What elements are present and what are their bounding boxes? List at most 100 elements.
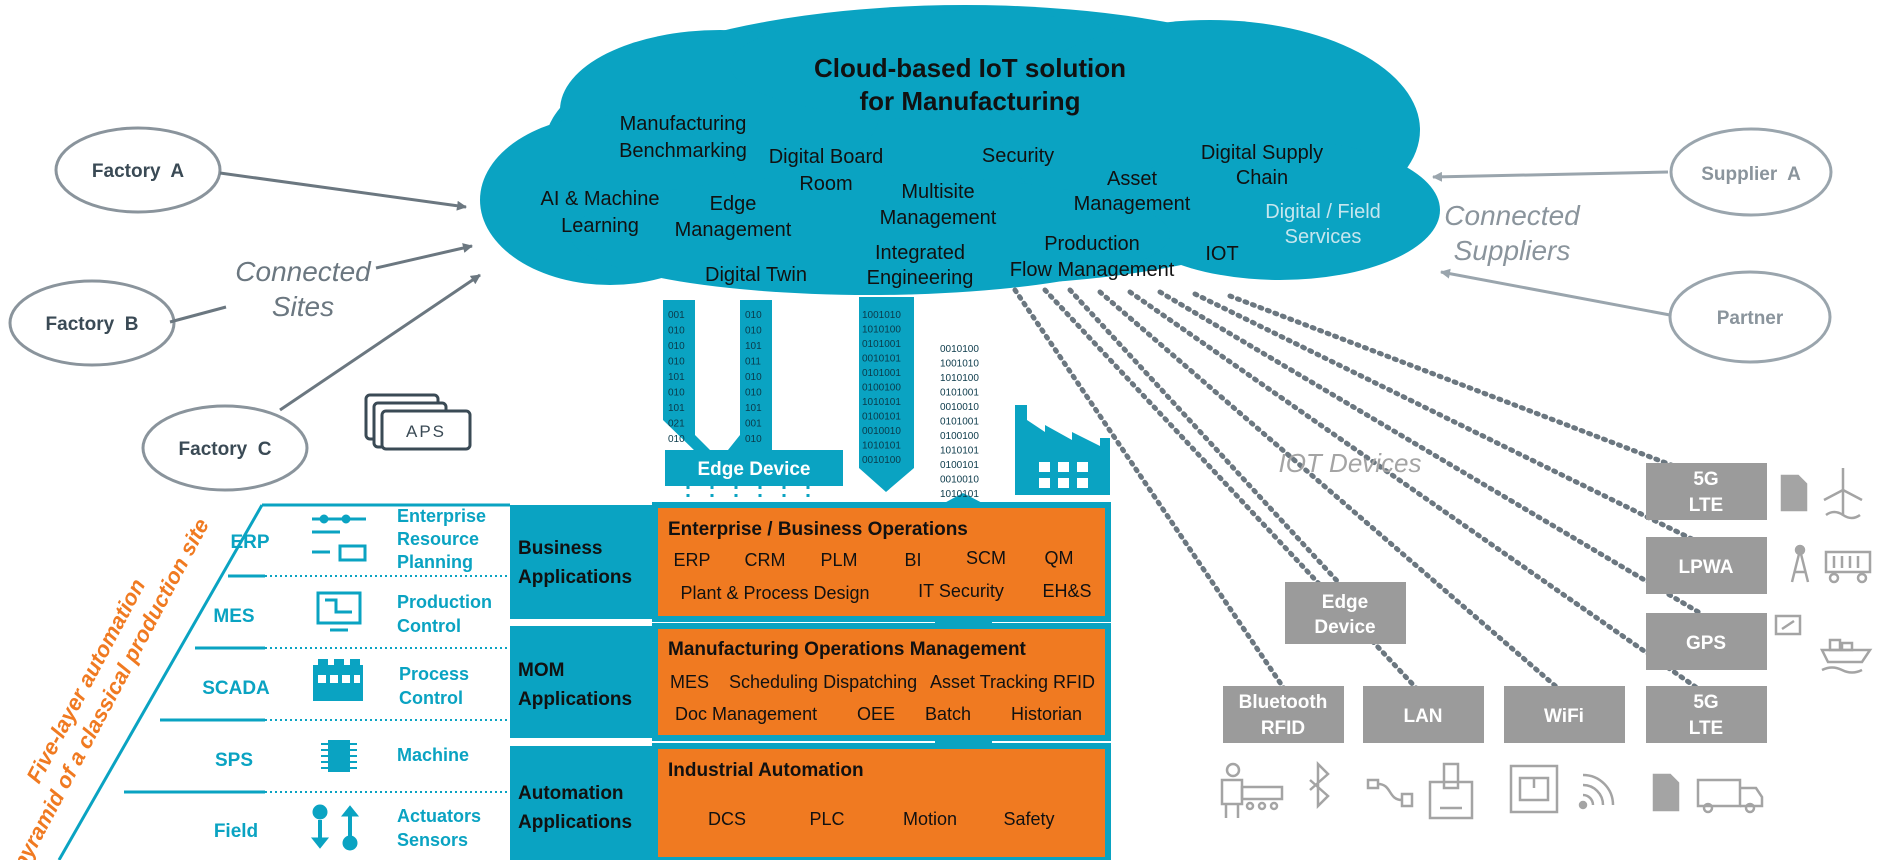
automation-side-label-2: Applications	[518, 812, 632, 833]
arrow-partner	[1440, 268, 1671, 317]
pyramid-level-sps: SPS	[215, 750, 253, 771]
iot-edge-device-label-2: Device	[1314, 617, 1375, 638]
cell-tower-icon	[1790, 544, 1810, 583]
business-item-plm: PLM	[820, 550, 857, 570]
iot-edge-device: Edge Device	[1285, 582, 1406, 644]
iot-gps-label: GPS	[1686, 633, 1726, 654]
data-stream-left	[663, 300, 772, 485]
binary-digit-row: 0101001	[862, 339, 901, 350]
arrow-connected-sites	[375, 243, 473, 270]
partner-label: Partner	[1717, 308, 1784, 329]
factory-a-label: Factory A	[92, 161, 184, 182]
iot-gps: GPS	[1646, 613, 1767, 670]
pyramid-level-scada: SCADA	[202, 678, 270, 699]
binary-digit-row: 1010100	[862, 325, 901, 336]
industrial-machine-icon	[1428, 762, 1474, 820]
edge-device-label: Edge Device	[698, 459, 811, 480]
binary-digit-row: 0010101	[862, 354, 901, 365]
mom-item-historian: Historian	[1011, 704, 1082, 724]
worker-conveyor-icon	[1220, 762, 1284, 818]
cloud-item-integrated-engineering: Integrated	[875, 242, 965, 264]
aps-label: APS	[406, 422, 446, 441]
iot-lte-top-label-2: LTE	[1689, 495, 1723, 516]
binary-digit-row: 101	[745, 403, 762, 414]
iot-lpwa-label: LPWA	[1679, 557, 1734, 578]
automation-item-motion: Motion	[903, 809, 957, 829]
cloud-item-ai-ml-2: Learning	[561, 215, 639, 237]
binary-digit-row: 1001010	[940, 359, 979, 370]
binary-digit-row: 101	[745, 341, 762, 352]
edge-device-connectors	[686, 486, 810, 505]
arrow-factory-c	[279, 273, 481, 412]
cloud	[480, 5, 1440, 295]
cloud-item-multisite-management: Multisite	[901, 181, 974, 203]
connected-suppliers-label-2: Suppliers	[1454, 235, 1571, 266]
cloud-item-ai-ml: AI & Machine	[541, 188, 660, 210]
business-item-bi: BI	[904, 550, 921, 570]
binary-digit-row: 010	[668, 326, 685, 337]
binary-digit-row: 1010101	[862, 397, 901, 408]
factory-b-label: Factory B	[46, 314, 139, 335]
binary-column-3: 1001010101010001010010010101010100101001…	[862, 310, 901, 466]
iot-dotted-lines	[1012, 287, 1703, 693]
binary-digit-row: 0101001	[940, 388, 979, 399]
pyramid-desc-field: Actuators	[397, 806, 481, 826]
binary-digit-row: 010	[745, 372, 762, 383]
iot-bluetooth-rfid: Bluetooth RFID	[1223, 686, 1344, 743]
business-item-ehs: EH&S	[1042, 581, 1091, 601]
binary-digit-row: 0100101	[862, 412, 901, 423]
pyramid-dotted-lines	[265, 575, 510, 793]
cloud-item-mfg-benchmarking-2: Benchmarking	[619, 140, 747, 162]
mom-item-oee: OEE	[857, 704, 895, 724]
arrow-factory-b	[169, 305, 227, 324]
mom-item-mes: MES	[670, 672, 709, 692]
pyramid-level-erp: ERP	[230, 532, 269, 553]
pyramid-desc-scada-2: Control	[399, 688, 463, 708]
pyramid-desc-mes: Production	[397, 592, 492, 612]
layer-business: Business Applications Enterprise / Busin…	[510, 502, 1111, 622]
scada-icon	[313, 659, 363, 701]
binary-digit-row: 010	[668, 388, 685, 399]
mom-title: Manufacturing Operations Management	[668, 639, 1027, 660]
cloud-item-production-flow-2: Flow Management	[1010, 259, 1175, 281]
binary-digit-row: 0100101	[940, 460, 979, 471]
iot-wifi: WiFi	[1504, 686, 1625, 743]
usb-cable-icon	[1366, 778, 1414, 808]
cloud-item-field-services-2: Services	[1285, 226, 1362, 248]
binary-digit-row: 0010010	[862, 426, 901, 437]
edge-device-box: Edge Device	[665, 450, 843, 486]
binary-digit-row: 010	[668, 341, 685, 352]
factory-c: Factory C	[141, 404, 309, 492]
business-item-plant-design: Plant & Process Design	[680, 583, 869, 603]
wind-turbine-icon	[1823, 468, 1863, 520]
pyramid-desc-scada: Process	[399, 664, 469, 684]
pyramid-desc-erp-2: Resource	[397, 529, 479, 549]
cloud-item-mfg-benchmarking: Manufacturing	[620, 113, 747, 135]
sim-card-icon	[1652, 773, 1680, 812]
binary-digit-row: 010	[745, 388, 762, 399]
business-side-label: Business	[518, 538, 602, 559]
iot-wifi-label: WiFi	[1544, 706, 1584, 727]
business-item-it-security: IT Security	[918, 581, 1004, 601]
iot-lpwa: LPWA	[1646, 537, 1767, 594]
pyramid-desc-erp: Enterprise	[397, 506, 486, 526]
binary-digit-row: 010	[668, 434, 685, 445]
3d-printer-icon	[1509, 764, 1559, 814]
pyramid-desc-mes-2: Control	[397, 616, 461, 636]
binary-digit-row: 011	[745, 357, 761, 368]
binary-digit-row: 0100100	[862, 383, 901, 394]
binary-digit-row: 1010101	[862, 441, 901, 452]
binary-digit-row: 101	[668, 403, 685, 414]
pyramid-side-label-2: pyramid of a classical production site	[7, 514, 214, 860]
data-stream-ingress	[859, 297, 914, 492]
cloud-item-asset-management-2: Management	[1074, 193, 1191, 215]
binary-digit-row: 010	[668, 357, 685, 368]
mom-side-label: MOM	[518, 660, 564, 681]
sim-card-icon-top	[1780, 474, 1808, 512]
automation-side-label: Automation	[518, 783, 624, 804]
iot-edge-device-label: Edge	[1322, 592, 1368, 613]
business-item-erp: ERP	[673, 550, 710, 570]
